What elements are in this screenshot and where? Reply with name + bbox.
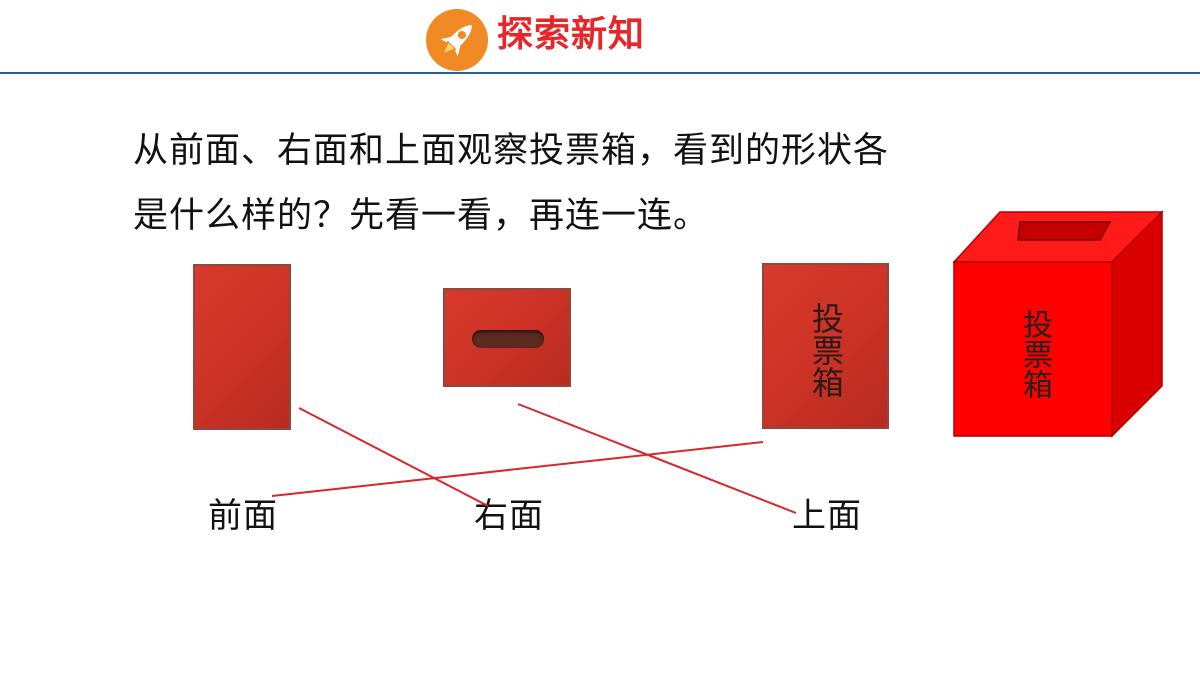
connector-top-to-top-label [517, 403, 797, 514]
top-view-card [443, 288, 571, 387]
rocket-icon [426, 9, 488, 71]
question-line-1: 从前面、右面和上面观察投票箱，看到的形状各 [133, 131, 890, 171]
question-line-2: 是什么样的？先看一看，再连一连。 [133, 196, 710, 236]
ballot-box-text: 投票箱 [1017, 309, 1052, 399]
label-top: 上面 [792, 496, 862, 536]
right-view-text: 投票箱 [807, 301, 845, 398]
header-divider [0, 72, 1200, 74]
page-title: 探索新知 [497, 14, 646, 55]
ballot-slot [472, 330, 544, 348]
ballot-box-3d [952, 210, 1164, 438]
right-view-card: 投票箱 [762, 263, 889, 429]
connector-front-to-right [298, 407, 489, 507]
label-front: 前面 [208, 496, 278, 536]
connector-right-view-to-front [271, 441, 764, 497]
front-view-card [193, 264, 291, 430]
label-right: 右面 [474, 496, 544, 536]
